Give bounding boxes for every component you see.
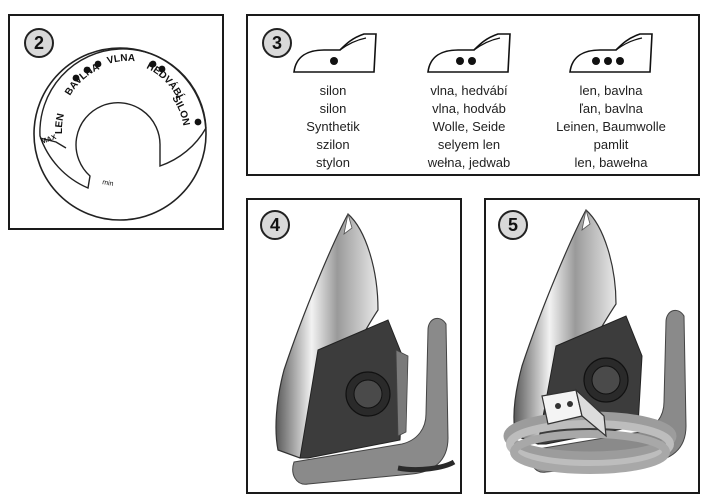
dial-label-silon: SILON [170,94,192,127]
iron-with-cord-illustration [503,209,687,474]
fabric-label: wełna, jedwab [427,155,511,170]
panel-iron-cord-wound: 5 [484,198,700,494]
step-number-badge: 3 [262,28,292,58]
fabric-label: szilon [316,137,350,152]
fabric-label: Wolle, Seide [432,119,506,134]
fabric-label: vlna, hodváb [432,101,506,116]
step-number-badge: 2 [24,28,54,58]
fabric-label: stylon [316,155,350,170]
fabric-label: silon [319,101,347,116]
fabric-label: selyem len [437,137,501,152]
dial-dot [158,65,166,73]
temperature-dial-diagram: LEN BAVLNA VLNA HEDVÁBÍ SILON MAX min [33,47,207,221]
step-number-badge: 5 [498,210,528,240]
dial-dot [72,74,80,82]
fabric-label: pamlit [593,137,629,152]
fabric-label: ľan, bavlna [579,101,643,116]
panel-temperature-dial: 2 LEN BAVLNA VLNA HEDVÁBÍ [8,14,224,230]
fabric-label: Leinen, Baumwolle [556,119,666,134]
fabric-column-wool-silk: vlna, hedvábí vlna, hodváb Wolle, Seide … [399,82,539,172]
iron-one-dot-icon [293,33,377,73]
iron-two-dots-icon [427,33,511,73]
fabric-label: len, bawełna [574,155,648,170]
panel-folded-iron: 4 [246,198,462,494]
panel-fabric-settings: 3 silon silon Synthetik szilon stylon vl… [246,14,700,176]
dial-label-bavlna: BAVLNA [63,62,101,98]
folded-iron-illustration [275,213,456,485]
iron-three-dots-icon [569,33,653,73]
dial-label-len: LEN [54,113,67,135]
fabric-column-linen-cotton: len, bavlna ľan, bavlna Leinen, Baumwoll… [541,82,681,172]
dial-label-vlna: VLNA [106,53,135,67]
dial-label-min: min [102,179,114,188]
dial-label-hedvabi: HEDVÁBÍ [145,61,187,101]
fabric-label: silon [319,83,347,98]
fabric-column-synthetic: silon silon Synthetik szilon stylon [263,82,403,172]
dial-dot [83,66,91,74]
dial-dot [94,60,102,68]
fabric-label: Synthetik [306,119,360,134]
fabric-label: vlna, hedvábí [430,83,508,98]
fabric-label: len, bavlna [579,83,643,98]
dial-label-max: MAX [40,134,57,146]
dial-dot [149,60,157,68]
dial-dot [194,118,202,126]
step-number-badge: 4 [260,210,290,240]
